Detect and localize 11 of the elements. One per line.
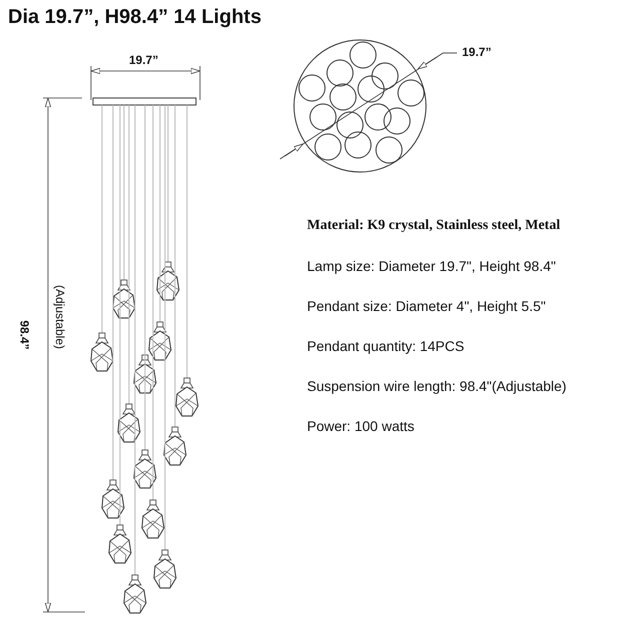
spec-text: Suspension wire length: 98.4"(Adjustable) — [307, 378, 566, 394]
spec-text: Pendant size: Diameter 4", Height 5.5" — [307, 298, 546, 314]
dimension-note: (Adjustable) — [53, 284, 68, 350]
dimension-label: 19.7” — [462, 45, 492, 59]
spec-text: Power: 100 watts — [307, 418, 414, 434]
dimension-label: 19.7” — [129, 53, 158, 67]
spec-text: Pendant quantity: 14PCS — [307, 338, 464, 354]
title: Dia 19.7”, H98.4” 14 Lights — [8, 6, 262, 29]
spec-text: Material: K9 crystal, Stainless steel, Metal — [307, 218, 560, 234]
dimension-label: 98.4” — [18, 320, 32, 350]
spec-text: Lamp size: Diameter 19.7", Height 98.4" — [307, 258, 556, 274]
